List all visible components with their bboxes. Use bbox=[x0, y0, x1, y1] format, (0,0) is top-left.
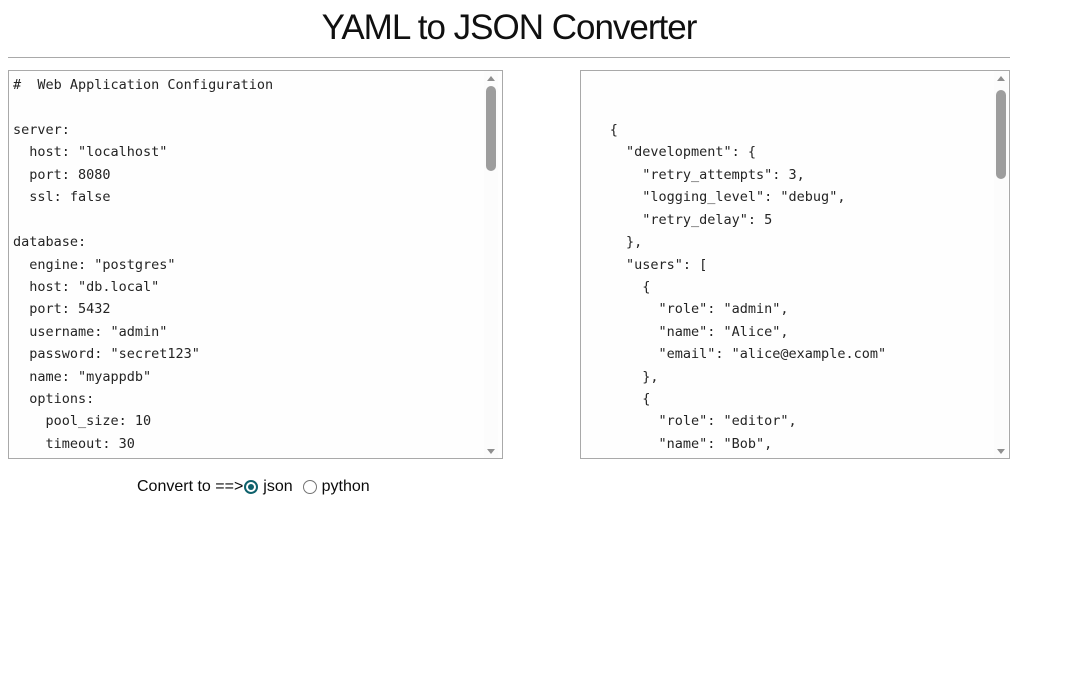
radio-python-label[interactable]: python bbox=[321, 478, 370, 496]
json-output-pane: { "development": { "retry_attempts": 3, … bbox=[580, 70, 1010, 460]
json-scrollbar-track[interactable] bbox=[994, 71, 1008, 459]
yaml-scroll-down-button[interactable] bbox=[484, 444, 498, 458]
yaml-input-pane: # Web Application Configuration server: … bbox=[8, 70, 504, 460]
arrow-down-icon bbox=[997, 448, 1005, 454]
radio-json[interactable] bbox=[244, 480, 259, 495]
arrow-up-icon bbox=[997, 75, 1005, 81]
yaml-input-textarea[interactable]: # Web Application Configuration server: … bbox=[8, 70, 504, 460]
convert-label: Convert to ==> bbox=[137, 478, 244, 496]
arrow-up-icon bbox=[487, 75, 496, 81]
radio-python[interactable] bbox=[302, 480, 317, 495]
json-output-textarea[interactable]: { "development": { "retry_attempts": 3, … bbox=[580, 70, 1010, 460]
title-divider bbox=[8, 57, 1010, 59]
yaml-scrollbar-track[interactable] bbox=[484, 71, 499, 459]
radio-dot-icon bbox=[248, 484, 255, 491]
page-title: YAML to JSON Converter bbox=[321, 8, 698, 47]
editor-panes: # Web Application Configuration server: … bbox=[8, 70, 1010, 460]
json-scroll-down-button[interactable] bbox=[994, 444, 1008, 458]
convert-controls: Convert to ==> json python bbox=[137, 478, 1010, 496]
yaml-scrollbar-thumb[interactable] bbox=[486, 86, 497, 172]
radio-json-label[interactable]: json bbox=[263, 478, 293, 496]
json-scrollbar-thumb[interactable] bbox=[996, 90, 1006, 180]
arrow-down-icon bbox=[487, 448, 496, 454]
json-scroll-up-button[interactable] bbox=[994, 71, 1008, 85]
converter-page: YAML to JSON Converter # Web Application… bbox=[8, 8, 1010, 496]
yaml-scroll-up-button[interactable] bbox=[484, 71, 498, 85]
